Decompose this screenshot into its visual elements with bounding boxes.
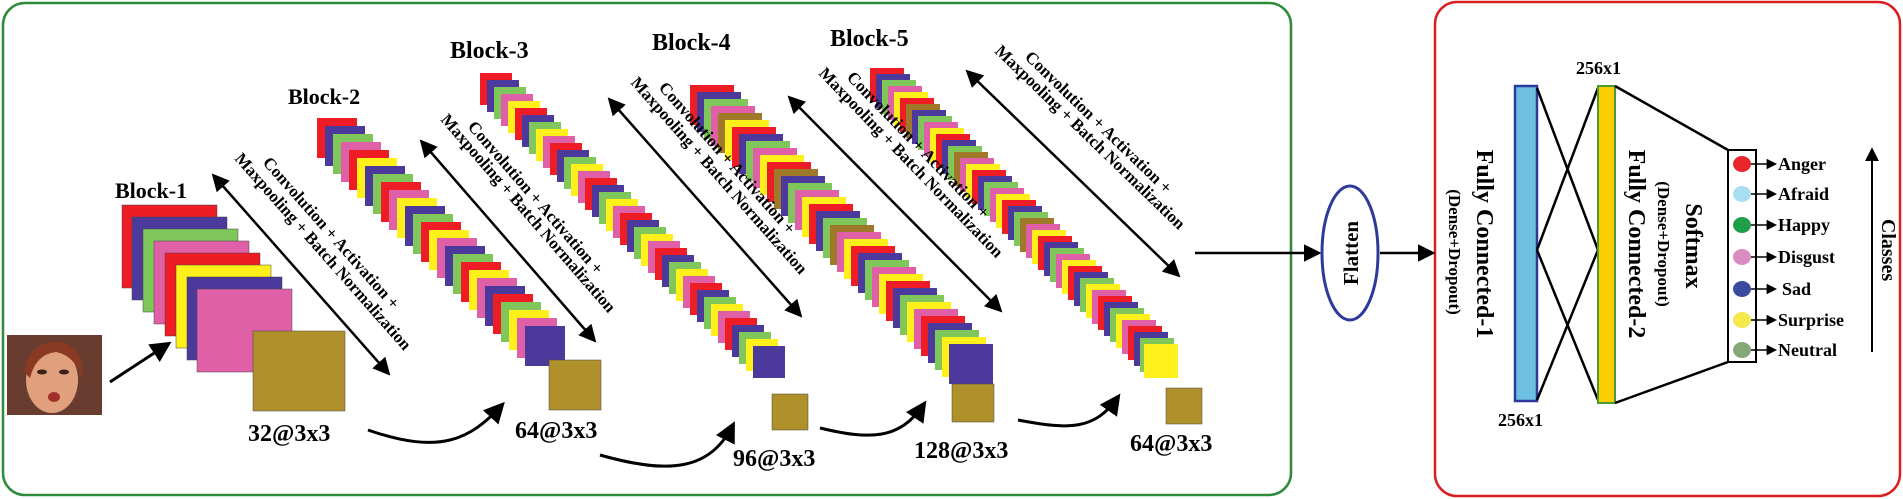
flatten-node: Flatten xyxy=(1320,184,1380,322)
class-anger: Anger xyxy=(1733,154,1826,174)
fc1-title: Fully Connected-1 xyxy=(1471,150,1497,339)
connector-3-4 xyxy=(819,400,927,437)
fully-connected-1: 256x1 Fully Connected-1 (Dense+Dropout) xyxy=(1445,84,1543,430)
block-2-title: Block-2 xyxy=(288,84,360,109)
block-5-output-shape: 64@3x3 xyxy=(1130,431,1212,457)
class-happy-label: Happy xyxy=(1778,215,1830,235)
fc2-size: 256x1 xyxy=(1576,58,1621,78)
block-4-output-shape: 128@3x3 xyxy=(914,438,1008,464)
class-neutral: Neutral xyxy=(1733,340,1837,360)
feature-extraction-panel xyxy=(1,1,1293,497)
class-happy: Happy xyxy=(1733,215,1830,235)
fc2-sub: (Dense+Dropout) xyxy=(1654,181,1673,307)
connector-4-5 xyxy=(1017,393,1121,428)
softmax-output: Anger Afraid Happy Disgust Sad Surprise xyxy=(1727,149,1844,363)
block-5-operation: Convolution + Activation + Maxpooling + … xyxy=(965,41,1189,278)
block-5-title: Block-5 xyxy=(830,26,909,52)
block-5-op-line-1: Convolution + Activation + xyxy=(1021,47,1176,197)
flatten-label: Flatten xyxy=(1339,221,1363,285)
class-disgust-label: Disgust xyxy=(1778,247,1835,267)
block-2-output-shape: 64@3x3 xyxy=(515,418,597,444)
class-afraid-label: Afraid xyxy=(1778,184,1829,204)
class-surprise: Surprise xyxy=(1733,310,1844,330)
block-3-title: Block-3 xyxy=(450,38,529,64)
input-face-image xyxy=(7,335,102,415)
block-1-output-shape: 32@3x3 xyxy=(248,421,330,447)
class-anger-label: Anger xyxy=(1778,154,1826,174)
block-3-output-shape: 96@3x3 xyxy=(733,446,815,472)
class-neutral-label: Neutral xyxy=(1778,340,1837,360)
block-5-feature-maps xyxy=(870,68,1203,425)
fc1-size: 256x1 xyxy=(1498,410,1543,430)
softmax-label: Softmax xyxy=(1680,203,1706,288)
class-disgust: Disgust xyxy=(1733,247,1835,267)
input-arrow xyxy=(109,341,172,384)
block-4-title: Block-4 xyxy=(652,30,731,56)
block-1-title: Block-1 xyxy=(115,178,187,203)
connector-1-2 xyxy=(367,401,505,444)
class-sad: Sad xyxy=(1733,279,1811,299)
fc2-title: Fully Connected-2 xyxy=(1623,150,1649,339)
classes-label: Classes xyxy=(1877,219,1899,281)
connector-2-3 xyxy=(599,421,735,468)
fc1-sub: (Dense+Dropout) xyxy=(1445,189,1464,315)
class-surprise-label: Surprise xyxy=(1778,310,1844,330)
class-sad-label: Sad xyxy=(1782,279,1811,299)
class-afraid: Afraid xyxy=(1733,184,1829,204)
softmax-connections xyxy=(1614,84,1729,405)
fully-connected-2: 256x1 Fully Connected-2 (Dense+Dropout) xyxy=(1576,58,1673,404)
dense-connections xyxy=(1535,87,1600,401)
